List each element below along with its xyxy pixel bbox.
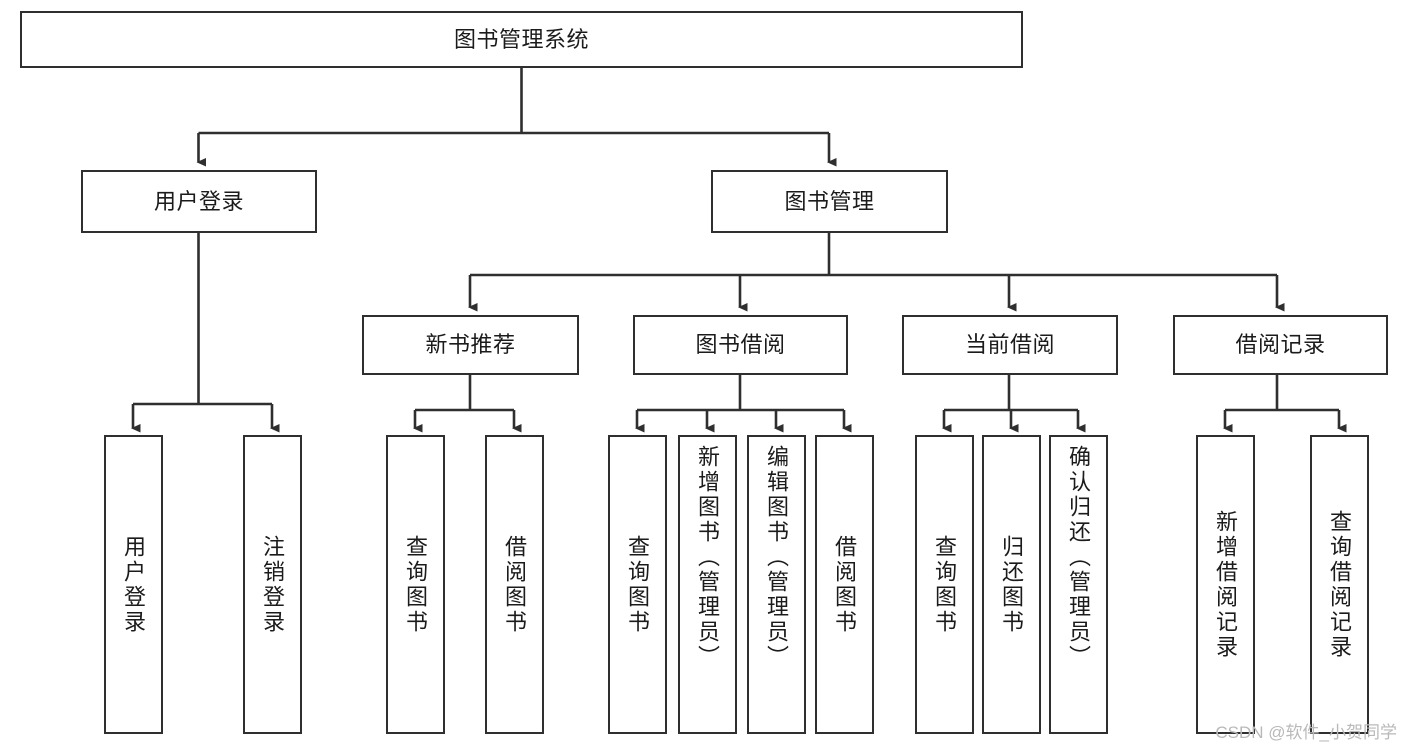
leaf-logout[interactable]: 注销登录 bbox=[243, 435, 302, 734]
node-user-login-label: 用户登录 bbox=[153, 188, 244, 214]
leaf-borrow-book-2[interactable]: 借阅图书 bbox=[815, 435, 874, 734]
node-current-borrow[interactable]: 当前借阅 bbox=[902, 315, 1118, 375]
leaf-borrow-book-2-label: 借阅图书 bbox=[832, 534, 858, 635]
node-book-manage[interactable]: 图书管理 bbox=[711, 170, 948, 233]
node-current-borrow-label: 当前借阅 bbox=[964, 332, 1055, 358]
leaf-query-book-3-label: 查询图书 bbox=[932, 534, 958, 635]
leaf-return-book[interactable]: 归还图书 bbox=[982, 435, 1041, 734]
leaf-confirm-return-label: 确认归还（管理员） bbox=[1066, 445, 1092, 670]
leaf-add-book-label: 新增图书（管理员） bbox=[695, 445, 721, 670]
node-root[interactable]: 图书管理系统 bbox=[20, 11, 1023, 68]
leaf-query-book-1-label: 查询图书 bbox=[403, 534, 429, 635]
node-root-label: 图书管理系统 bbox=[453, 26, 589, 52]
node-user-login[interactable]: 用户登录 bbox=[81, 170, 317, 233]
leaf-logout-label: 注销登录 bbox=[260, 534, 286, 635]
node-borrow-record-label: 借阅记录 bbox=[1235, 332, 1326, 358]
csdn-watermark: CSDN @软件_小贺同学 bbox=[1215, 723, 1397, 742]
node-new-book-recommend-label: 新书推荐 bbox=[425, 332, 516, 358]
leaf-query-book-1[interactable]: 查询图书 bbox=[386, 435, 445, 734]
node-book-borrow-label: 图书借阅 bbox=[695, 332, 786, 358]
node-borrow-record[interactable]: 借阅记录 bbox=[1173, 315, 1388, 375]
leaf-user-login[interactable]: 用户登录 bbox=[104, 435, 163, 734]
node-book-manage-label: 图书管理 bbox=[784, 188, 875, 214]
leaf-query-book-2[interactable]: 查询图书 bbox=[608, 435, 667, 734]
node-new-book-recommend[interactable]: 新书推荐 bbox=[362, 315, 579, 375]
leaf-user-login-label: 用户登录 bbox=[121, 534, 147, 635]
leaf-edit-book[interactable]: 编辑图书（管理员） bbox=[747, 435, 806, 734]
leaf-confirm-return[interactable]: 确认归还（管理员） bbox=[1049, 435, 1108, 734]
leaf-add-book[interactable]: 新增图书（管理员） bbox=[678, 435, 737, 734]
leaf-query-book-2-label: 查询图书 bbox=[625, 534, 651, 635]
leaf-query-book-3[interactable]: 查询图书 bbox=[915, 435, 974, 734]
leaf-edit-book-label: 编辑图书（管理员） bbox=[764, 445, 790, 670]
leaf-add-record[interactable]: 新增借阅记录 bbox=[1196, 435, 1255, 734]
leaf-borrow-book-1[interactable]: 借阅图书 bbox=[485, 435, 544, 734]
leaf-return-book-label: 归还图书 bbox=[999, 534, 1025, 635]
leaf-add-record-label: 新增借阅记录 bbox=[1213, 509, 1239, 660]
node-book-borrow[interactable]: 图书借阅 bbox=[633, 315, 848, 375]
leaf-borrow-book-1-label: 借阅图书 bbox=[502, 534, 528, 635]
leaf-query-record[interactable]: 查询借阅记录 bbox=[1310, 435, 1369, 734]
leaf-query-record-label: 查询借阅记录 bbox=[1327, 509, 1353, 660]
